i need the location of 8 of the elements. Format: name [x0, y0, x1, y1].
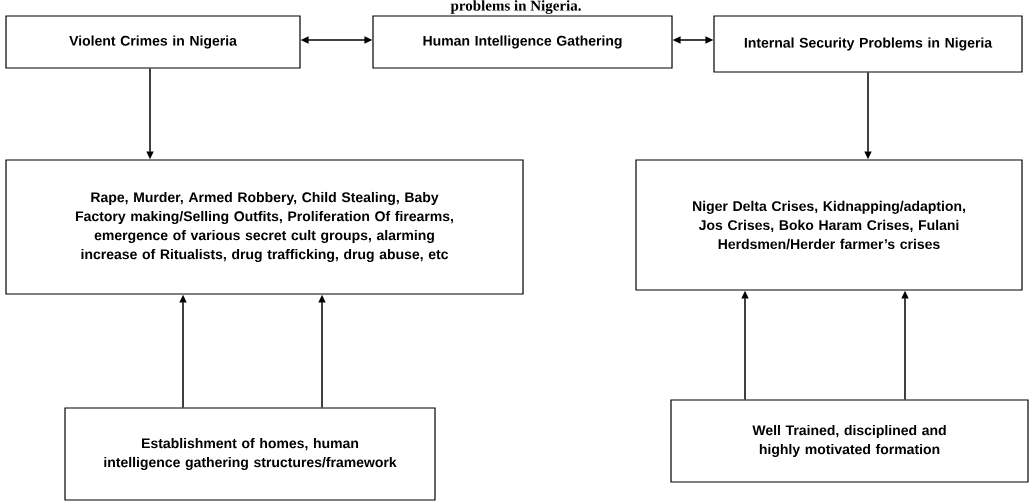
text-box: Internal Security Problems in Nigeria [713, 15, 1023, 73]
text-box: Violent Crimes in Nigeria [5, 15, 301, 69]
text-box: Establishment of homes, human intelligence gathering structures/framework [64, 407, 436, 501]
title: problems in Nigeria. [450, 0, 581, 14]
text-box: Well Trained, disciplined and highly motivated formation [670, 399, 1029, 483]
text-box: Rape, Murder, Armed Robbery, Child Stealing, Baby Factory making/Selling Outfits, Proliferation Of firearms, emergence of various secret cult groups, alarming increase of Ritualists, drug trafficking, drug abuse, etc [5, 159, 524, 295]
text-box: Human Intelligence Gathering [372, 15, 673, 69]
text-box: Niger Delta Crises, Kidnapping/adaption, Jos Crises, Boko Haram Crises, Fulani Herdsmen/Herder farmer’s crises [635, 159, 1023, 291]
